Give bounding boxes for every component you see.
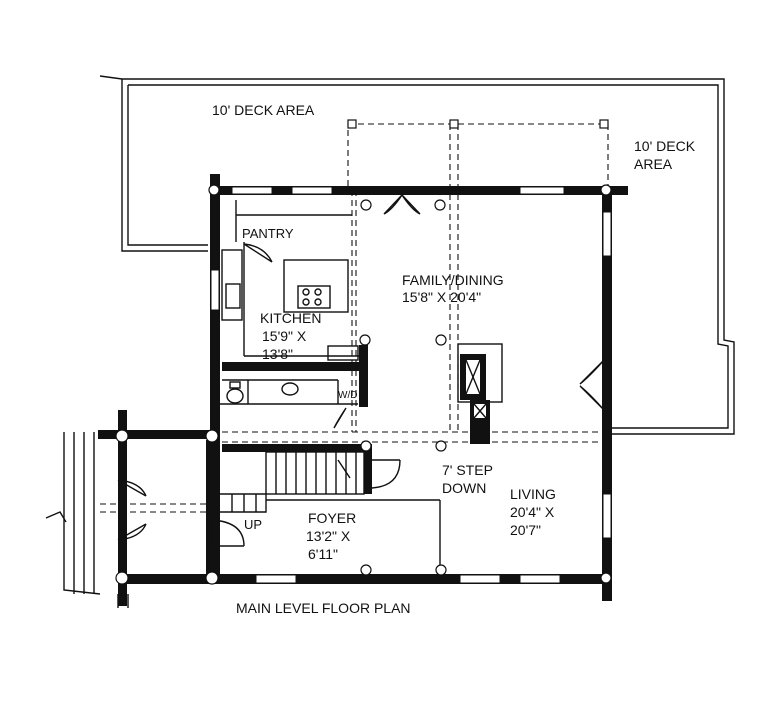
kitchen-fixtures bbox=[221, 249, 359, 404]
doors bbox=[117, 194, 605, 547]
exterior-walls bbox=[98, 174, 628, 606]
deck-area-top-label: 10' DECK AREA bbox=[212, 102, 315, 118]
foyer-size-line1: 13'2" X bbox=[306, 528, 351, 544]
stairs-up-label: UP bbox=[244, 517, 263, 532]
beam-lines bbox=[100, 123, 609, 513]
kitchen-size-line2: 13'8" bbox=[262, 346, 294, 362]
washer-dryer-label: W/D bbox=[338, 390, 358, 401]
plan-caption: MAIN LEVEL FLOOR PLAN bbox=[236, 600, 411, 616]
entry-porch bbox=[45, 432, 129, 608]
deck-outline bbox=[99, 75, 735, 435]
living-label: LIVING bbox=[510, 486, 556, 502]
living-size-line2: 20'7" bbox=[510, 522, 542, 538]
living-size-line1: 20'4" X bbox=[510, 504, 555, 520]
step-down-label-line1: 7' STEP bbox=[442, 462, 493, 478]
family-dining-size: 15'8" X 20'4" bbox=[402, 289, 482, 305]
family-dining-label: FAMILY/DINING bbox=[402, 272, 504, 288]
stairs bbox=[220, 451, 441, 566]
interior-walls bbox=[220, 200, 372, 494]
pantry-label: PANTRY bbox=[242, 226, 294, 241]
windows bbox=[210, 186, 612, 584]
deck-area-right-label-line1: 10' DECK bbox=[634, 138, 696, 154]
kitchen-label: KITCHEN bbox=[260, 310, 322, 326]
deck-posts bbox=[347, 119, 609, 129]
deck-area-right-label-line2: AREA bbox=[634, 156, 673, 172]
log-posts bbox=[115, 184, 612, 585]
foyer-size-line2: 6'11" bbox=[308, 546, 338, 562]
fireplace bbox=[457, 343, 503, 444]
foyer-label: FOYER bbox=[308, 510, 357, 526]
step-down-label-line2: DOWN bbox=[442, 480, 487, 496]
kitchen-size-line1: 15'9" X bbox=[262, 328, 307, 344]
